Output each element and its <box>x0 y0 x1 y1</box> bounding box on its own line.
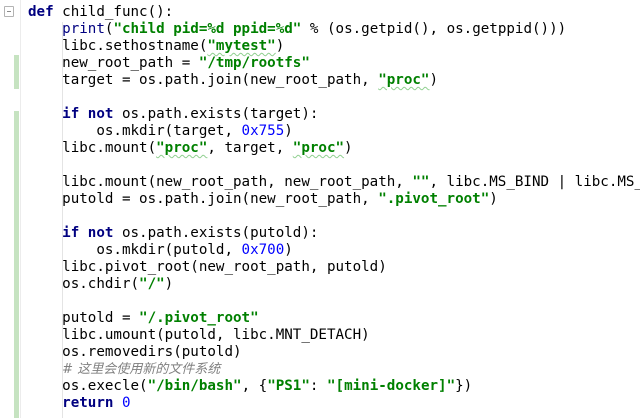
code-line[interactable]: libc.sethostname("mytest") <box>28 38 640 55</box>
code-token: child_func(): <box>53 4 174 20</box>
code-token: , libc.MS_BIND | libc.MS_REC) <box>429 174 640 190</box>
code-token: putold = os.path.join(new_root_path, <box>28 191 379 207</box>
code-token: ) <box>489 191 498 207</box>
code-token <box>28 225 62 241</box>
code-token: print <box>62 21 105 37</box>
code-token: putold = <box>28 310 140 326</box>
code-token: ( <box>104 21 114 37</box>
code-line[interactable]: if not os.path.exists(target): <box>28 106 640 123</box>
code-line[interactable] <box>28 208 640 225</box>
code-line[interactable]: putold = os.path.join(new_root_path, ".p… <box>28 191 640 208</box>
code-token: if not <box>62 106 114 122</box>
code-token: ) <box>164 276 174 292</box>
code-token: , target, <box>207 140 293 156</box>
code-token <box>28 395 62 411</box>
code-token: # 这里会使用新的文件系统 <box>62 362 221 377</box>
code-token: def <box>28 4 54 20</box>
code-token: libc.pivot_root(new_root_path, putold) <box>28 259 387 275</box>
code-token: , { <box>241 378 268 394</box>
code-token: "proc" <box>378 72 430 88</box>
code-line[interactable]: putold = "/.pivot_root" <box>28 310 640 327</box>
code-line[interactable]: target = os.path.join(new_root_path, "pr… <box>28 72 640 89</box>
code-token: ) <box>429 72 439 88</box>
code-token: "child pid=%d ppid=%d" <box>113 21 302 37</box>
code-token: os.mkdir(target, <box>28 123 242 139</box>
code-token: "/.pivot_root" <box>139 310 259 326</box>
code-line[interactable]: os.mkdir(putold, 0x700) <box>28 242 640 259</box>
code-token <box>28 21 62 37</box>
code-token: "[mini-docker]" <box>327 378 456 394</box>
fold-toggle-icon[interactable] <box>4 6 14 17</box>
code-token: "PS1" <box>267 378 310 394</box>
code-token: libc.mount(new_root_path, new_root_path, <box>28 174 413 190</box>
code-line[interactable] <box>28 293 640 310</box>
code-token: if not <box>62 225 114 241</box>
code-line[interactable]: print("child pid=%d ppid=%d" % (os.getpi… <box>28 21 640 38</box>
code-token: ) <box>284 123 293 139</box>
code-line[interactable]: # 这里会使用新的文件系统 <box>28 361 640 378</box>
code-token: "" <box>412 174 430 190</box>
code-token: os.path.exists(target): <box>113 106 319 122</box>
code-token: 0x755 <box>241 123 285 139</box>
code-token: target = os.path.join(new_root_path, <box>28 72 379 88</box>
code-token: return <box>62 395 114 411</box>
code-line[interactable]: libc.mount(new_root_path, new_root_path,… <box>28 174 640 191</box>
code-token <box>28 106 62 122</box>
code-line[interactable]: os.mkdir(target, 0x755) <box>28 123 640 140</box>
code-line[interactable]: os.chdir("/") <box>28 276 640 293</box>
code-line[interactable]: new_root_path = "/tmp/rootfs" <box>28 55 640 72</box>
code-line[interactable]: libc.pivot_root(new_root_path, putold) <box>28 259 640 276</box>
vcs-change-marker <box>14 111 19 418</box>
code-token: os.removedirs(putold) <box>28 344 242 360</box>
code-token: % (os.getpid(), os.getppid())) <box>301 21 567 37</box>
code-token: libc.umount(putold, libc.MNT_DETACH) <box>28 327 370 343</box>
code-token: ) <box>344 140 353 156</box>
code-token: ) <box>275 38 285 54</box>
code-token: "/tmp/rootfs" <box>198 55 310 71</box>
code-token: : <box>309 378 327 394</box>
code-token: 0 <box>121 395 131 411</box>
code-token: "mytest" <box>207 38 276 54</box>
code-token <box>113 395 122 411</box>
code-token: os.mkdir(putold, <box>28 242 242 258</box>
code-token: new_root_path = <box>28 55 199 71</box>
code-token: ".pivot_root" <box>378 191 490 207</box>
code-token: 0x700 <box>241 242 285 258</box>
indent-guide <box>62 22 63 418</box>
code-token: ) <box>284 242 293 258</box>
editor-gutter <box>0 0 20 418</box>
code-token: libc.mount( <box>28 140 157 156</box>
code-token: os.execle( <box>28 378 148 394</box>
code-token: }) <box>455 378 473 394</box>
code-token: "proc" <box>156 140 208 156</box>
code-line[interactable]: libc.mount("proc", target, "proc") <box>28 140 640 157</box>
code-line[interactable]: def child_func(): <box>28 4 640 21</box>
code-token <box>28 361 62 377</box>
code-line[interactable]: os.execle("/bin/bash", {"PS1": "[mini-do… <box>28 378 640 395</box>
code-line[interactable]: libc.umount(putold, libc.MNT_DETACH) <box>28 327 640 344</box>
code-token: "/" <box>139 276 165 292</box>
code-line[interactable]: os.removedirs(putold) <box>28 344 640 361</box>
code-line[interactable] <box>28 89 640 106</box>
code-line[interactable]: if not os.path.exists(putold): <box>28 225 640 242</box>
code-token: "/bin/bash" <box>147 378 242 394</box>
gutter-divider <box>20 0 21 418</box>
code-line[interactable] <box>28 157 640 174</box>
code-token: os.path.exists(putold): <box>113 225 319 241</box>
code-line[interactable]: return 0 <box>28 395 640 412</box>
vcs-change-marker <box>14 55 19 89</box>
code-token: "proc" <box>292 140 345 156</box>
code-token: libc.sethostname( <box>28 38 208 54</box>
code-token: os.chdir( <box>28 276 140 292</box>
code-area[interactable]: def child_func(): print("child pid=%d pp… <box>28 4 640 412</box>
